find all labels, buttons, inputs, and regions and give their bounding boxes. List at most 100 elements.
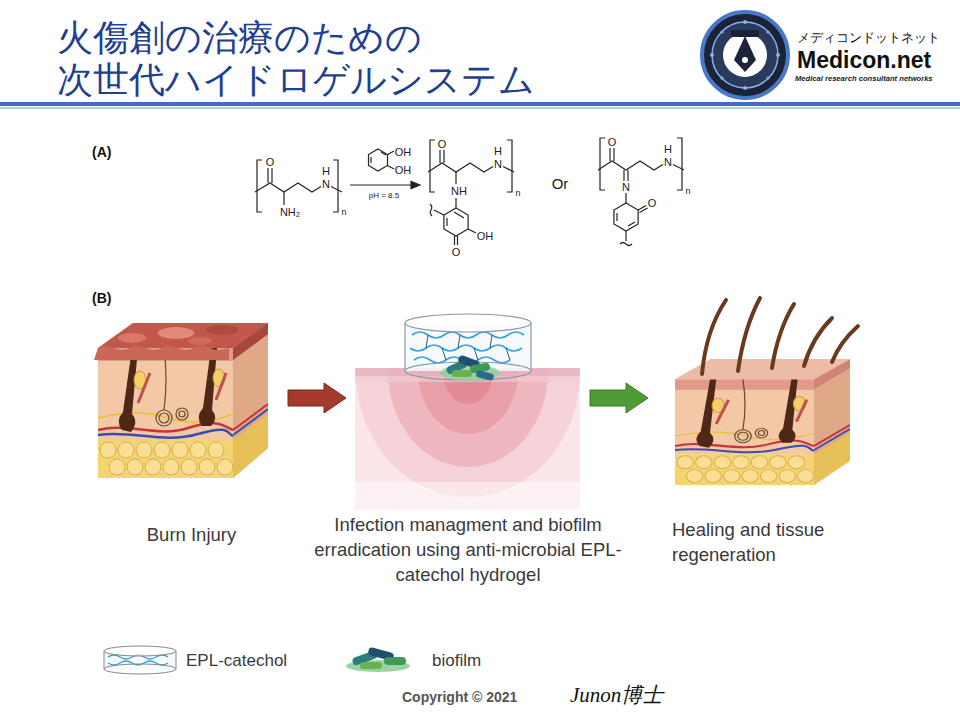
chemical-scheme — [434, 210, 444, 215]
chemical-scheme — [454, 212, 464, 218]
atom-label: N — [664, 157, 672, 168]
chemical-scheme — [628, 222, 635, 226]
legend-hydrogel-sample — [104, 664, 176, 674]
chemical-scheme — [271, 168, 272, 183]
chemical-scheme — [381, 152, 386, 155]
slide-label: Copyright © 2021 — [402, 690, 517, 704]
legend-biofilm-sample — [346, 647, 410, 672]
healed-skin-illustration — [738, 298, 760, 371]
illustration-panel: Burn Injury — [95, 300, 288, 560]
healed-skin-illustration — [772, 304, 794, 368]
hydrogel-wound-illustration — [404, 323, 405, 371]
atom-label: n — [341, 208, 346, 217]
chemical-scheme — [609, 148, 610, 161]
panel-caption: Infection managment and biofilm erradica… — [303, 512, 633, 587]
chemical-scheme — [443, 150, 444, 163]
chemical-scheme — [673, 165, 684, 171]
panel-caption: Healing and tissue regeneration — [672, 517, 862, 567]
hydrogel-wound-illustration — [426, 335, 428, 348]
header-rule — [0, 102, 960, 109]
logo-emblem — [710, 20, 780, 90]
logo-emblem — [720, 76, 723, 79]
logo-emblem — [710, 53, 714, 57]
atom-label: n — [685, 187, 690, 196]
logo-emblem — [731, 30, 759, 37]
logo-emblem — [702, 12, 788, 98]
chemical-scheme — [430, 140, 435, 192]
slide-title: 火傷創の治療のための 次世代ハイドロゲルシステム — [57, 17, 597, 101]
chemical-scheme — [333, 160, 338, 212]
chemical-scheme — [614, 203, 638, 231]
logo-emblem — [712, 22, 778, 88]
chemical-scheme — [369, 149, 388, 171]
logo-emblem — [766, 76, 769, 79]
atom-label: H — [494, 146, 502, 157]
chemical-scheme — [430, 204, 432, 216]
hydrogel-wound-illustration — [475, 370, 494, 381]
atom-label: O — [452, 247, 461, 258]
logo-emblem — [766, 30, 769, 33]
legend-label: EPL-catechol — [186, 652, 287, 669]
burned-skin-illustration — [94, 323, 268, 478]
healed-skin-illustration — [832, 326, 858, 362]
chemical-scheme — [444, 208, 468, 236]
logo-emblem — [702, 12, 788, 98]
hydrogel-wound-illustration — [356, 368, 580, 497]
chemical-scheme — [600, 138, 605, 190]
slide-label: Junon博士 — [570, 685, 663, 706]
logo-emblem — [742, 57, 748, 63]
hydrogel-wound-illustration — [458, 335, 460, 348]
chemical-scheme — [388, 166, 395, 170]
slide-label: メディコンドットネット — [797, 31, 940, 44]
healed-skin-illustration — [675, 359, 850, 485]
chemical-scheme — [331, 187, 342, 193]
legend-biofilm-sample — [360, 662, 382, 669]
healed-skin-illustration — [804, 318, 832, 366]
atom-label: N — [622, 182, 630, 193]
atom-label: O — [648, 198, 657, 209]
logo-emblem — [776, 53, 780, 57]
chemical-scheme — [468, 229, 476, 233]
chemical-scheme — [677, 138, 682, 190]
illustration-panel: Healing and tissue regeneration — [648, 295, 870, 570]
hydrogel-wound-illustration — [490, 335, 492, 348]
panel-caption: Burn Injury — [95, 522, 288, 547]
burned-skin-illustration — [118, 333, 146, 343]
atom-label: pH = 8.5 — [369, 192, 399, 200]
atom-label: NH — [451, 186, 467, 197]
hydrogel-wound-illustration — [474, 348, 478, 360]
chemical-scheme — [267, 168, 268, 183]
hydrogel-wound-illustration — [506, 348, 510, 360]
slide-label: (B) — [92, 291, 111, 305]
atom-label: NH₂ — [280, 207, 300, 218]
chemical-scheme — [388, 151, 395, 155]
chemical-scheme — [428, 163, 493, 172]
slide-label: (A) — [92, 145, 111, 159]
atom-label: OH — [477, 231, 494, 242]
chemical-scheme — [613, 148, 614, 161]
block-arrow — [590, 383, 648, 413]
chemical-scheme — [503, 167, 514, 173]
chemical-scheme — [627, 170, 628, 181]
chemical-scheme — [620, 243, 632, 246]
chemical-scheme — [255, 183, 321, 192]
atom-label: O — [266, 157, 275, 168]
hydrogel-wound-illustration — [405, 314, 531, 332]
atom-label: Or — [552, 176, 569, 191]
legend-hydrogel-sample — [104, 646, 176, 674]
illustration-panel: Infection managment and biofilm erradica… — [346, 300, 590, 590]
hydrogel-wound-illustration — [356, 368, 580, 497]
hydrogel-wound-illustration — [530, 323, 531, 371]
atom-label: n — [515, 189, 520, 198]
hydrogel-wound-illustration — [355, 482, 580, 510]
atom-label: H — [322, 166, 330, 177]
chemical-scheme — [457, 236, 458, 245]
chemical-scheme — [255, 138, 684, 246]
atom-label: O — [438, 139, 447, 150]
atom-label: OH — [395, 147, 412, 158]
atom-label: H — [664, 144, 672, 155]
block-arrow — [288, 383, 346, 413]
